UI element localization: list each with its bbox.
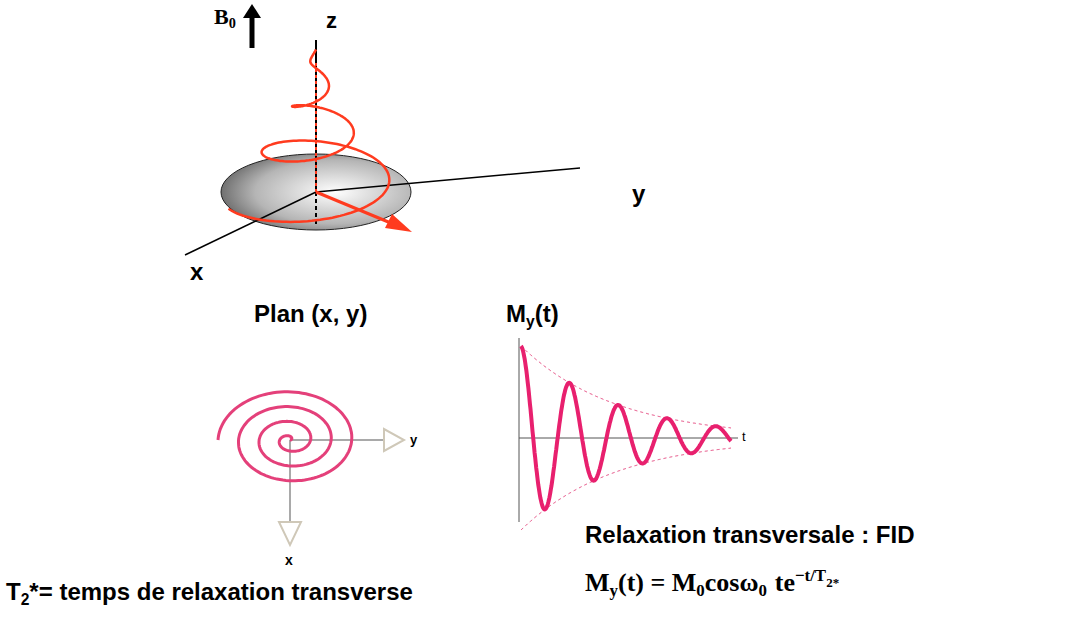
plane-y-axis — [290, 439, 384, 441]
text-label: y — [610, 581, 618, 600]
z-axis — [315, 40, 317, 192]
graph-vertical-axis — [519, 338, 520, 522]
text-label: 2* — [826, 575, 839, 590]
text-label: T — [6, 578, 21, 605]
precession-helix — [229, 50, 390, 222]
panel-title: Plan (x, y) — [254, 300, 367, 328]
text-label: cosω — [705, 568, 759, 597]
axis-label: z — [326, 8, 337, 34]
axis-label: y — [632, 180, 645, 208]
text-label: 2 — [21, 591, 30, 608]
caption-heading: Relaxation transversale : FID — [585, 521, 914, 549]
text-label: y — [632, 180, 645, 207]
b0-arrowhead — [243, 4, 261, 18]
formula: My(t) = M0cosω0te−t/T2* — [585, 566, 839, 601]
x-axis — [185, 192, 316, 255]
text-label: *= temps de relaxation transverse — [29, 578, 413, 605]
text-label: y — [526, 313, 535, 330]
transverse-spiral — [218, 392, 352, 481]
text-label: te — [775, 568, 795, 597]
magnetization-vector — [316, 192, 398, 226]
axis-label: t — [742, 429, 746, 444]
text-label: (t) — [535, 300, 559, 327]
plane-y-arrowhead — [384, 429, 404, 451]
text-label: y — [410, 432, 417, 447]
text-label: 0 — [229, 15, 236, 31]
text-label: z — [326, 8, 337, 33]
text-label: (t) = M — [618, 568, 696, 597]
text-label: 0 — [758, 581, 766, 600]
magnetization-arrowhead — [385, 214, 412, 232]
text-label: 0 — [696, 581, 704, 600]
text-label: x — [190, 258, 203, 285]
panel-title: My(t) — [506, 300, 559, 331]
text-label: x — [285, 552, 293, 568]
axis-label: x — [285, 552, 293, 568]
axis-label: x — [190, 258, 203, 286]
longitudinal-dashed — [315, 60, 317, 192]
plane-x-arrowhead — [279, 522, 301, 545]
text-label: M — [585, 568, 610, 597]
definition-note: T2*= temps de relaxation transverse — [6, 578, 413, 609]
text-label: M — [506, 300, 526, 327]
axis-label: y — [410, 432, 417, 447]
y-axis — [316, 168, 580, 192]
text-label: B — [214, 4, 229, 29]
text-label: Plan (x, y) — [254, 300, 367, 327]
b0-arrow — [250, 14, 255, 48]
field-label: B0 — [214, 4, 236, 32]
text-label: −t/T — [795, 566, 826, 585]
fid-signal — [521, 346, 731, 509]
text-label: Relaxation transversale : FID — [585, 521, 914, 548]
text-label: t — [742, 429, 746, 444]
